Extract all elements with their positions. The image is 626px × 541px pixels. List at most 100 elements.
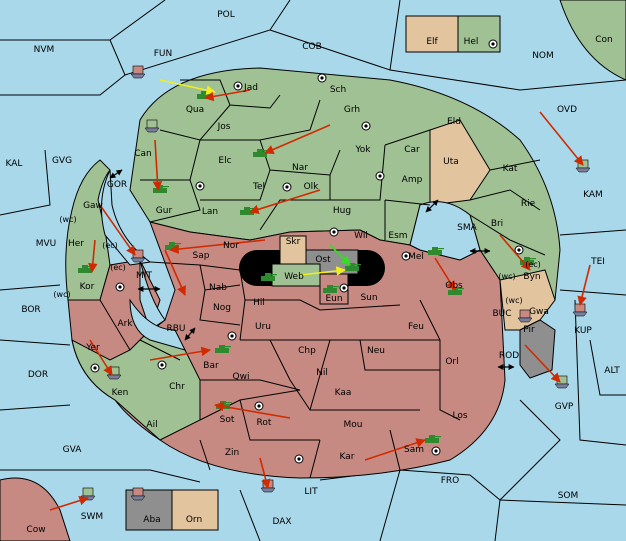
territory-label-dor: DOR bbox=[28, 370, 48, 380]
fleet-unit-icon[interactable] bbox=[575, 159, 591, 173]
territory-label-gvg: GVG bbox=[52, 156, 72, 166]
lake-rbu bbox=[129, 298, 186, 351]
territory-label-dax: DAX bbox=[272, 517, 291, 527]
territory-label-cob: COB bbox=[302, 42, 322, 52]
territory-label-cow: Cow bbox=[26, 525, 45, 535]
territory-label-bri: Bri bbox=[491, 219, 503, 229]
fleet-unit-icon[interactable] bbox=[517, 309, 533, 323]
territory-label-feu: Feu bbox=[408, 322, 424, 332]
territory-label-nog: Nog bbox=[213, 303, 231, 313]
territory-label-ken: Ken bbox=[112, 388, 129, 398]
land-cow[interactable] bbox=[0, 477, 71, 541]
territory-label-mit: MIT bbox=[136, 271, 152, 281]
land-southern-region[interactable] bbox=[109, 221, 506, 479]
supply-center-marker bbox=[401, 251, 411, 261]
territory-label-wc1: (wc) bbox=[59, 215, 76, 224]
territory-label-orn: Orn bbox=[186, 515, 202, 525]
territory-label-jos: Jos bbox=[217, 122, 231, 132]
territory-label-neu: Neu bbox=[367, 346, 385, 356]
territory-label-qua: Qua bbox=[186, 105, 204, 115]
adjacency-arrows bbox=[109, 169, 515, 370]
supply-center-marker bbox=[361, 121, 371, 131]
territory-label-hug: Hug bbox=[333, 206, 351, 216]
territory-label-nom: NOM bbox=[532, 51, 554, 61]
territory-label-nvm: NVM bbox=[34, 45, 55, 55]
territory-label-sma: SMA bbox=[457, 223, 477, 233]
territory-label-rot: Rot bbox=[257, 418, 272, 428]
territory-label-kat: Kat bbox=[503, 164, 518, 174]
supply-center-marker bbox=[431, 446, 441, 456]
territory-label-sch: Sch bbox=[330, 85, 346, 95]
fleet-unit-icon[interactable] bbox=[106, 366, 122, 380]
territory-label-wil: Wil bbox=[354, 231, 368, 241]
territory-label-tel: Tel bbox=[252, 182, 265, 192]
territory-label-hil: Hil bbox=[253, 298, 265, 308]
territory-label-kaa: Kaa bbox=[335, 388, 352, 398]
territory-label-byn: Byn bbox=[523, 272, 540, 282]
fleet-unit-icon[interactable] bbox=[130, 487, 146, 501]
supply-center-marker bbox=[317, 73, 327, 83]
territory-label-pir: Pir bbox=[523, 325, 535, 335]
supply-center-marker bbox=[157, 360, 167, 370]
territory-label-can: Can bbox=[134, 149, 152, 159]
territory-label-wc2: (wc) bbox=[498, 272, 515, 281]
territory-label-uta: Uta bbox=[443, 157, 459, 167]
territory-label-web: Web bbox=[284, 272, 304, 282]
territory-label-rod: ROD bbox=[499, 351, 519, 361]
territory-label-ec1: (ec) bbox=[102, 241, 118, 250]
fleet-unit-icon[interactable] bbox=[130, 65, 146, 79]
territory-label-tei: TEI bbox=[590, 257, 605, 267]
army-unit-icon[interactable] bbox=[425, 435, 441, 443]
territory-label-chp: Chp bbox=[298, 346, 316, 356]
territory-label-nil: Nil bbox=[316, 368, 328, 378]
supply-center-marker bbox=[115, 282, 125, 292]
fleet-unit-icon[interactable] bbox=[554, 375, 570, 389]
territory-label-sap: Sap bbox=[193, 251, 210, 261]
territory-label-her: Her bbox=[68, 239, 84, 249]
army-unit-icon[interactable] bbox=[345, 263, 361, 271]
land-orn[interactable] bbox=[171, 489, 219, 531]
territory-label-wc4: (wc) bbox=[505, 296, 522, 305]
land-uta[interactable] bbox=[429, 119, 491, 206]
territory-label-chr: Chr bbox=[169, 382, 185, 392]
territory-label-qwi: Qwi bbox=[233, 372, 250, 382]
supply-center-marker bbox=[294, 454, 304, 464]
fleet-unit-icon[interactable] bbox=[572, 303, 588, 317]
territory-label-sam: Sam bbox=[404, 445, 424, 455]
land-western-arm[interactable] bbox=[65, 159, 111, 301]
territory-label-lit: LIT bbox=[304, 487, 318, 497]
territory-label-gvp: GVP bbox=[555, 402, 574, 412]
territory-label-orl: Orl bbox=[445, 357, 458, 367]
territory-label-som: SOM bbox=[558, 491, 579, 501]
territory-label-bar: Bar bbox=[203, 361, 219, 371]
territory-label-kar: Kar bbox=[340, 452, 355, 462]
territory-label-mvu: MVU bbox=[36, 239, 57, 249]
territory-label-wc3: (wc) bbox=[53, 290, 70, 299]
territory-label-con: Con bbox=[595, 35, 613, 45]
army-unit-icon[interactable] bbox=[428, 247, 444, 255]
territory-label-rbu: RBU bbox=[166, 324, 185, 334]
territory-label-uru: Uru bbox=[255, 322, 271, 332]
land-pir[interactable] bbox=[519, 319, 556, 379]
territory-label-ec3: (ec) bbox=[525, 260, 541, 269]
supply-center-marker bbox=[90, 363, 100, 373]
territory-label-mel: Mel bbox=[408, 252, 424, 262]
territory-label-pol: POL bbox=[217, 10, 235, 20]
territory-label-fun: FUN bbox=[154, 49, 173, 59]
territory-label-nor: Nor bbox=[223, 241, 239, 251]
supply-center-marker bbox=[282, 182, 292, 192]
army-unit-icon[interactable] bbox=[323, 285, 339, 293]
army-unit-icon[interactable] bbox=[261, 273, 277, 281]
army-unit-icon[interactable] bbox=[215, 345, 231, 353]
order-arrows bbox=[49, 79, 591, 511]
units-layer bbox=[78, 65, 591, 501]
fleet-unit-icon[interactable] bbox=[130, 249, 146, 263]
territory-label-elf: Elf bbox=[426, 37, 438, 47]
territory-label-buc: BUC bbox=[492, 309, 511, 319]
territory-label-ovd: OVD bbox=[557, 105, 577, 115]
fleet-unit-icon[interactable] bbox=[144, 119, 160, 133]
territory-label-gor: GOR bbox=[107, 180, 127, 190]
territory-label-obs: Obs bbox=[445, 281, 463, 291]
